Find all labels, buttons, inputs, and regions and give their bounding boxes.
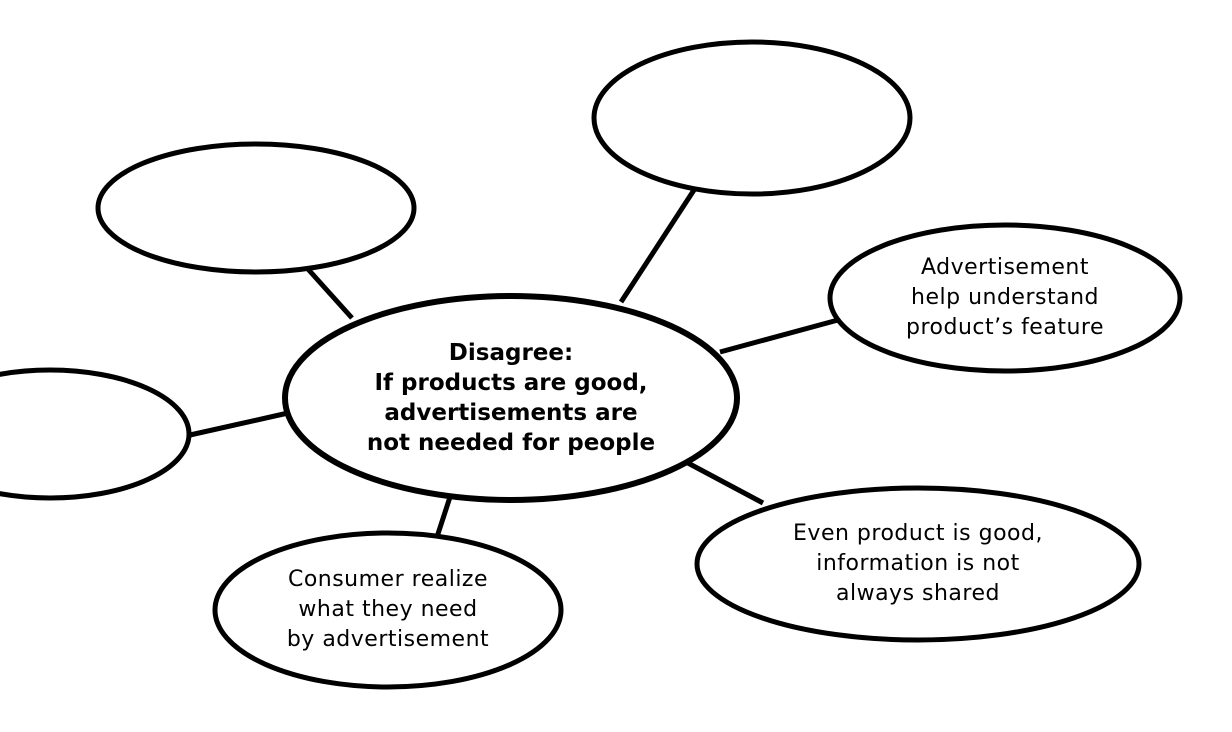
branch-label-top-right (614, 70, 890, 166)
branch-label-bottom-left: Consumer realize what they need by adver… (286, 567, 490, 652)
connector-top-right (618, 188, 697, 304)
branch-label-left (0, 386, 180, 482)
branch-label-top-left (118, 160, 394, 256)
bubble-left (0, 367, 192, 501)
connector-top-left (305, 266, 354, 320)
connector-bottom-right (684, 459, 765, 506)
bubble-top-left (95, 141, 417, 275)
bubble-center (282, 293, 740, 503)
bubble-bottom-right (694, 485, 1142, 643)
branch-label-bottom-right: Even product is good, information is not… (793, 521, 1043, 606)
bubble-top-right (591, 39, 913, 197)
connector-left (189, 410, 289, 438)
branch-label-right: Advertisement help understand product’s … (906, 255, 1104, 340)
center-topic: Disagree: If products are good, advertis… (366, 340, 656, 456)
connector-right (719, 317, 839, 355)
connector-bottom-left (433, 496, 453, 541)
bubble-bottom-left (212, 530, 564, 690)
bubble-right (827, 222, 1183, 374)
